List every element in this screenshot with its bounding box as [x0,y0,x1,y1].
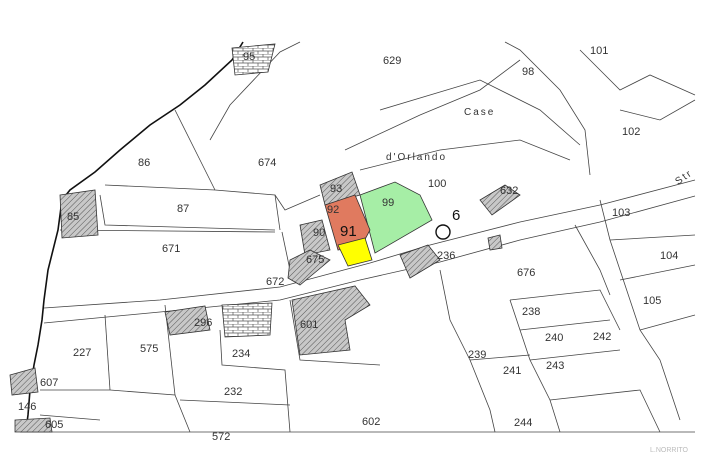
parcel-label-575: 575 [140,343,158,355]
parcel-label-87: 87 [177,203,189,215]
parcel-label-102: 102 [622,126,640,138]
parcel-label-244: 244 [514,417,532,429]
parcel-label-105: 105 [643,295,661,307]
parcel-label-90: 90 [313,227,325,239]
survey-point-circle [435,224,451,240]
parcel-91-yellow[interactable] [337,237,373,267]
parcel-label-98: 98 [522,66,534,78]
parcel-label-99: 99 [382,197,394,209]
place-name-dorlando: d'Orlando [386,152,447,163]
parcel-label-85: 85 [67,211,79,223]
parcel-label-232: 232 [224,386,242,398]
parcel-label-101: 101 [590,45,608,57]
watermark-text: L.NORRITO [650,447,689,454]
parcel-label-95: 95 [243,51,255,63]
parcel-label-605: 605 [45,419,63,431]
parcel-label-234: 234 [232,348,250,360]
parcel-label-672: 672 [266,276,284,288]
parcel-boundaries [20,41,696,433]
parcel-label-675: 675 [306,254,324,266]
place-name-case: Case [464,107,495,118]
parcel-92-red[interactable] [324,194,371,251]
parcel-99-green[interactable] [359,181,433,254]
parcel-label-239: 239 [468,349,486,361]
parcel-label-240: 240 [545,332,563,344]
parcel-label-238: 238 [522,306,540,318]
parcel-label-241: 241 [503,365,521,377]
buildings [9,43,521,433]
parcel-label-671: 671 [162,243,180,255]
parcel-label-676: 676 [517,267,535,279]
parcel-label-91: 91 [340,223,357,240]
parcel-label-242: 242 [593,331,611,343]
parcel-label-602: 602 [362,416,380,428]
parcel-label-236: 236 [437,250,455,262]
parcel-label-629: 629 [383,55,401,67]
parcel-label-674: 674 [258,157,276,169]
parcel-label-103: 103 [612,207,630,219]
parcel-label-100: 100 [428,178,446,190]
parcel-label-6: 6 [452,207,460,224]
parcel-label-296: 296 [194,317,212,329]
parcel-label-601: 601 [300,319,318,331]
parcel-label-104: 104 [660,250,678,262]
parcel-label-146: 146 [18,401,36,413]
parcel-label-243: 243 [546,360,564,372]
parcel-label-92: 92 [327,204,339,216]
parcel-label-572: 572 [212,431,230,443]
parcel-label-607: 607 [40,377,58,389]
parcel-label-227: 227 [73,347,91,359]
parcel-label-93: 93 [330,183,342,195]
parcel-label-86: 86 [138,157,150,169]
road [43,179,696,309]
parcel-label-632: 632 [500,185,518,197]
